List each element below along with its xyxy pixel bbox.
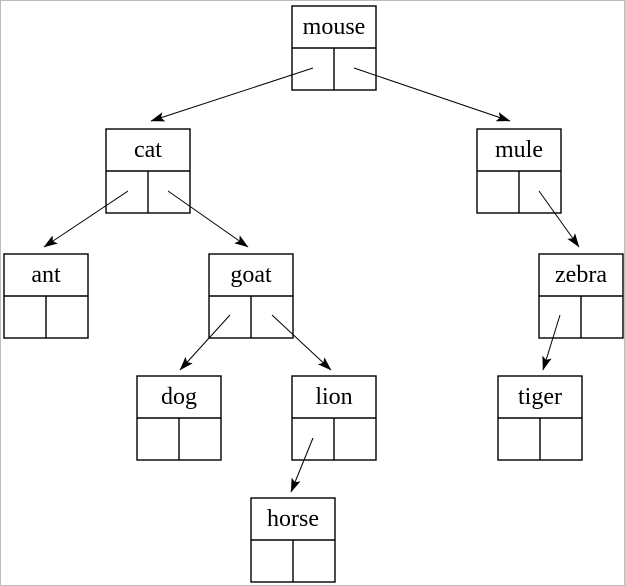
node-label: tiger [518,384,562,410]
node-label: zebra [555,262,607,288]
tree-node-lion: lion [291,375,377,461]
node-label: lion [315,384,352,410]
tree-node-zebra: zebra [538,253,624,339]
tree-node-mouse: mouse [291,5,377,91]
pointer-arrow-mouse-cat [150,67,314,122]
node-label: mule [495,137,543,163]
node-label: goat [230,262,272,288]
tree-node-tiger: tiger [497,375,583,461]
tree-node-dog: dog [136,375,222,461]
node-label: horse [267,506,319,532]
pointer-arrow-mouse-mule [353,67,511,122]
tree-edges-layer [43,67,580,493]
pointer-arrow-mule-zebra [538,190,580,248]
pointer-arrow-cat-goat [167,190,249,248]
pointer-arrow-lion-horse [290,437,314,493]
pointer-arrow-zebra-tiger [542,314,561,371]
pointer-arrow-goat-dog [179,314,231,371]
node-label: cat [134,137,162,163]
node-label: mouse [303,14,366,40]
pointer-arrow-cat-ant [43,190,129,248]
tree-nodes-layer: mouse cat mule ant goat zebra dog lion tiger hors… [3,5,624,583]
tree-node-ant: ant [3,253,89,339]
node-label: dog [161,384,197,410]
tree-node-goat: goat [208,253,294,339]
tree-node-cat: cat [105,128,191,214]
tree-node-horse: horse [250,497,336,583]
tree-node-mule: mule [476,128,562,214]
pointer-arrow-goat-lion [271,314,332,371]
node-label: ant [31,262,61,288]
